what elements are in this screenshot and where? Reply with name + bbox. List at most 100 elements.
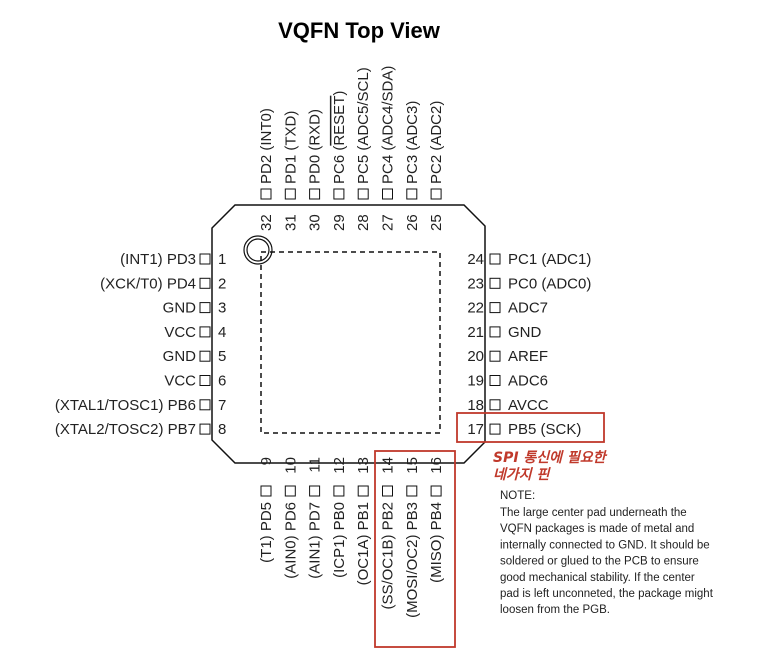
note-line: VQFN packages is made of metal and bbox=[500, 523, 694, 535]
pin-28-label: PC5 (ADC5/SCL) bbox=[355, 67, 372, 184]
pin-18-pad bbox=[489, 399, 501, 411]
pin-23-label: PC0 (ADC0) bbox=[508, 275, 591, 292]
pin-2-label: (XCK/T0) PD4 bbox=[100, 275, 196, 292]
pin-14-label: (SS/OC1B) PB2 bbox=[380, 502, 397, 610]
pin-12-label: (ICP1) PB0 bbox=[331, 502, 348, 578]
note-line: internally connected to GND. It should b… bbox=[500, 539, 710, 551]
pin-20-number: 20 bbox=[467, 348, 484, 365]
overline-signal: RESET bbox=[331, 96, 348, 146]
pin-11-pad bbox=[309, 485, 321, 497]
pin-31-pad bbox=[284, 188, 296, 200]
pin-22-label: ADC7 bbox=[508, 300, 548, 317]
pin1-marker-outer bbox=[243, 235, 273, 265]
pin-23-number: 23 bbox=[467, 275, 484, 292]
pin-28-number: 28 bbox=[355, 214, 372, 231]
pin-13-label: (OC1A) PB1 bbox=[355, 502, 372, 585]
pin-29-pad bbox=[333, 188, 345, 200]
pin-13-number: 13 bbox=[355, 457, 372, 474]
pin-16-pad bbox=[430, 485, 442, 497]
pin-12-number: 12 bbox=[331, 457, 348, 474]
pin-15-pad bbox=[406, 485, 418, 497]
pin-16-label: (MISO) PB4 bbox=[428, 502, 445, 583]
note-line: loosen from the PGB. bbox=[500, 604, 610, 616]
pin-30-number: 30 bbox=[307, 214, 324, 231]
note-line: The large center pad underneath the bbox=[500, 507, 687, 519]
diagram-title: VQFN Top View bbox=[278, 18, 441, 43]
pin-27-label: PC4 (ADC4/SDA) bbox=[380, 66, 397, 184]
pin-31-label: PD1 (TXD) bbox=[282, 111, 299, 184]
chip-package-body bbox=[211, 204, 486, 464]
pin-5-pad bbox=[199, 350, 211, 362]
pin-1-pad bbox=[199, 253, 211, 265]
pin-18-label: AVCC bbox=[508, 397, 549, 414]
pin-21-label: GND bbox=[508, 324, 542, 341]
pin-26-pad bbox=[406, 188, 418, 200]
pin-6-pad bbox=[199, 375, 211, 386]
pin-8-pad bbox=[199, 423, 211, 435]
pin-12-pad bbox=[333, 485, 345, 497]
pin-28-pad bbox=[357, 188, 369, 200]
pin-15-label: (MOSI/OC2) PB3 bbox=[404, 502, 421, 618]
highlight-box-spi-pins bbox=[374, 450, 456, 648]
pin-17-number: 17 bbox=[467, 421, 484, 438]
pin-19-number: 19 bbox=[467, 373, 484, 390]
pin-3-number: 3 bbox=[218, 300, 226, 317]
note-line: pad is left unconneted, the package migh… bbox=[500, 588, 714, 600]
pin-16-number: 16 bbox=[428, 457, 445, 474]
pin-22-pad bbox=[489, 302, 501, 314]
pin-18-number: 18 bbox=[467, 397, 484, 414]
pin-26-label: PC3 (ADC3) bbox=[404, 101, 421, 184]
pin-6-number: 6 bbox=[218, 373, 226, 390]
pin-30-pad bbox=[309, 188, 321, 200]
annotation-line-1: SPI 통신에 필요한 bbox=[493, 450, 608, 466]
pin-14-number: 14 bbox=[380, 457, 397, 474]
pin-20-pad bbox=[489, 350, 501, 362]
pin-9-number: 9 bbox=[258, 457, 275, 465]
pin-3-label: GND bbox=[163, 300, 197, 317]
pin-21-pad bbox=[489, 326, 501, 338]
annotation-line-2: 네가지 핀 bbox=[493, 467, 552, 483]
pin-4-pad bbox=[199, 326, 211, 338]
pin-11-label: (AIN1) PD7 bbox=[307, 502, 324, 579]
pin-3-pad bbox=[199, 302, 211, 314]
pin-8-label: (XTAL2/TOSC2) PB7 bbox=[55, 421, 196, 438]
pin-11-number: 11 bbox=[307, 457, 324, 473]
pin-17-pad bbox=[489, 423, 501, 435]
pin-21-number: 21 bbox=[467, 324, 484, 341]
pin-15-number: 15 bbox=[404, 457, 421, 474]
pin-24-pad bbox=[489, 253, 501, 265]
pin-32-label: PD2 (INT0) bbox=[258, 108, 275, 184]
pin-24-label: PC1 (ADC1) bbox=[508, 251, 591, 268]
right-pin-group: 24 PC1 (ADC1) 23 PC0 (ADC0) 22 ADC7 21 GND 20 ARE… bbox=[467, 251, 591, 438]
pin-14-pad bbox=[382, 485, 393, 497]
pin-7-label: (XTAL1/TOSC1) PB6 bbox=[55, 397, 196, 414]
pin-20-label: AREF bbox=[508, 348, 548, 365]
pin-1-number: 1 bbox=[218, 251, 226, 268]
pin-17-label: PB5 (SCK) bbox=[508, 421, 581, 438]
note-heading: NOTE: bbox=[500, 490, 535, 502]
pin-25-number: 25 bbox=[428, 214, 445, 231]
pin1-marker-inner bbox=[246, 238, 270, 262]
note-text: The large center pad underneath theVQFN … bbox=[500, 507, 714, 616]
pin-27-number: 27 bbox=[380, 214, 397, 231]
pin-31-number: 31 bbox=[282, 214, 299, 231]
pin-22-number: 22 bbox=[467, 300, 484, 317]
pin-9-pad bbox=[260, 485, 272, 497]
pin-2-pad bbox=[199, 277, 211, 289]
pin-1-label: (INT1) PD3 bbox=[120, 251, 196, 268]
pin-25-label: PC2 (ADC2) bbox=[428, 101, 445, 184]
pin-5-number: 5 bbox=[218, 348, 226, 365]
pin-29-number: 29 bbox=[331, 214, 348, 231]
pin-10-label: (AIN0) PD6 bbox=[282, 502, 299, 579]
highlight-box-pb5 bbox=[456, 412, 605, 443]
pin-26-number: 26 bbox=[404, 214, 421, 231]
pin-29-label: PC6 (RESET) bbox=[331, 91, 348, 184]
pin-30-label: PD0 (RXD) bbox=[307, 109, 324, 184]
pin-5-label: GND bbox=[163, 348, 197, 365]
pin-24-number: 24 bbox=[467, 251, 484, 268]
pin-4-number: 4 bbox=[218, 324, 226, 341]
pin-25-pad bbox=[430, 188, 442, 200]
